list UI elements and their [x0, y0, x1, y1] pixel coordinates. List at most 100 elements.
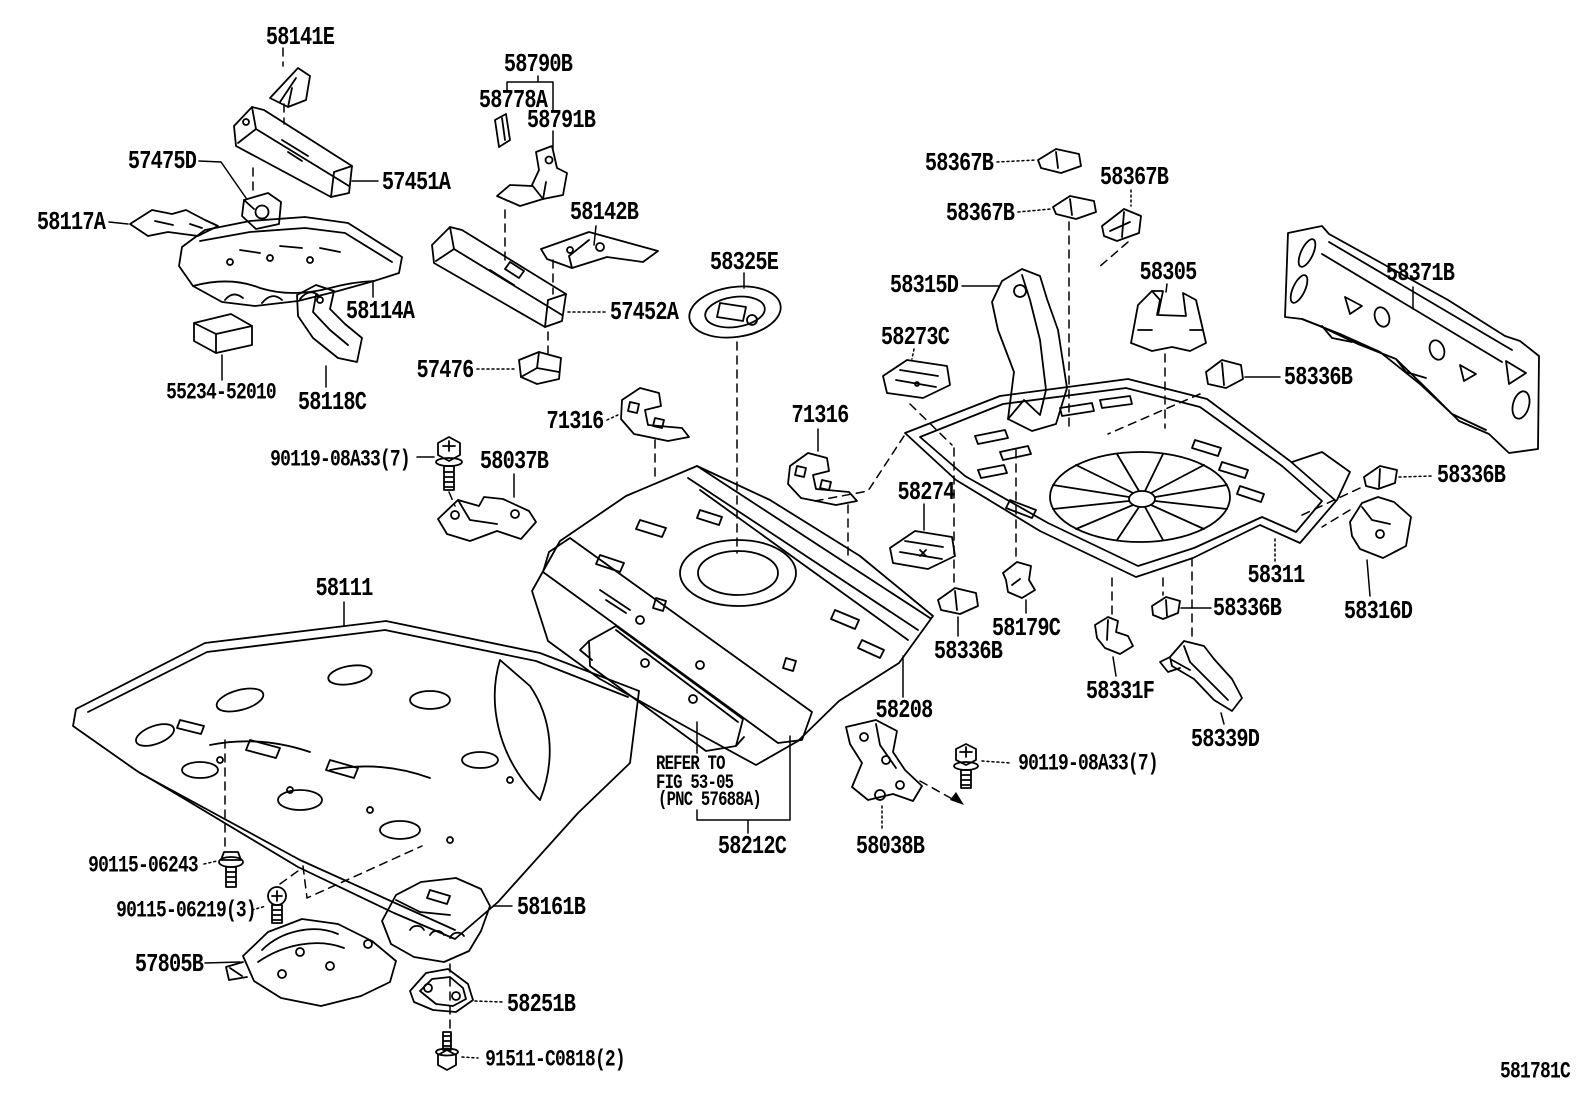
part-label-71316-23: 71316 [791, 400, 850, 430]
part-90119-bolt-lower [953, 743, 979, 789]
part-label-58161B-42: 58161B [516, 892, 586, 922]
part-label-57452A-16: 57452A [609, 297, 679, 327]
leader-lines [108, 75, 1414, 964]
part-label-58367B-6: 58367B [924, 148, 994, 178]
part-label-58316D-31: 58316D [1343, 596, 1413, 626]
part-58336b-clip-right [1363, 465, 1398, 490]
part-label-58315D-14: 58315D [889, 270, 959, 300]
part-58251b-strap [409, 968, 474, 1013]
part-label-58114A-15: 58114A [345, 296, 415, 326]
part-58331f-bracket [1094, 616, 1134, 655]
part-label-58336B-33: 58336B [933, 636, 1003, 666]
part-58038b-bracket [845, 719, 923, 802]
part-label-58339D-36: 58339D [1190, 724, 1260, 754]
part-label-71316-22: 71316 [546, 406, 605, 436]
part-label-9011908A337-37: 90119-08A33(7) [1018, 750, 1159, 777]
part-57805b-brace [225, 918, 397, 1007]
part-57688a-crossmember [579, 625, 745, 752]
part-55234-silencer-pad [193, 313, 253, 354]
part-label-58111-29: 58111 [315, 573, 374, 603]
part-label-FIG5305-47: FIG 53-05 [656, 772, 734, 795]
part-58179c-bracket [1002, 561, 1036, 599]
part-label-58305-13: 58305 [1139, 257, 1198, 287]
part-58305-bracket [1130, 290, 1207, 352]
part-label-58037B-25: 58037B [479, 446, 549, 476]
part-label-58251B-44: 58251B [506, 989, 576, 1019]
part-58336b-clip-top [1205, 359, 1244, 389]
part-58311-rear-floor-pan [904, 378, 1351, 578]
part-label-58371B-12: 58371B [1385, 258, 1455, 288]
part-58161b-support [381, 877, 491, 963]
part-label-REFERTO-46: REFER TO [656, 753, 725, 776]
part-label-PNC57688A-48: (PNC 57688A) [658, 789, 762, 812]
dotted-leader-lines [203, 159, 1434, 1059]
part-label-58179C-32: 58179C [991, 613, 1061, 643]
part-label-58208-34: 58208 [875, 695, 934, 725]
part-57451a-crossmember [233, 106, 353, 198]
part-57476-bracket [518, 351, 562, 385]
part-label-58212C-38: 58212C [717, 831, 787, 861]
part-90119-bolt-upper [435, 436, 463, 491]
part-91511-bolt [435, 1031, 459, 1071]
part-label-58367B-7: 58367B [1099, 162, 1169, 192]
part-label-58336B-26: 58336B [1436, 460, 1506, 490]
part-label-58274-27: 58274 [897, 477, 956, 507]
part-label-57476-18: 57476 [416, 355, 475, 385]
part-label-58367B-8: 58367B [945, 198, 1015, 228]
part-71316-bracket-right [787, 452, 858, 506]
part-58316d-bracket [1349, 496, 1412, 559]
part-label-91511C08182-45: 91511-C0818(2) [485, 1046, 626, 1073]
part-58339d-bracket [1159, 640, 1243, 712]
part-label-58141E-0: 58141E [265, 22, 335, 52]
part-58325e-service-hole-cover [688, 285, 782, 339]
part-label-57805B-43: 57805B [134, 949, 204, 979]
part-label-9011908A337-24: 90119-08A33(7) [270, 446, 411, 473]
part-58778a-clip [494, 113, 511, 148]
part-label-58325E-11: 58325E [709, 247, 779, 277]
part-58273c-plate [882, 359, 951, 399]
part-label-57475D-4: 57475D [127, 146, 197, 176]
part-57452a-crossmember [431, 226, 567, 328]
part-label-581781C-49: 581781C [1500, 1058, 1571, 1085]
part-58142b-plate [540, 231, 659, 269]
part-label-58038B-39: 58038B [855, 831, 925, 861]
part-57475d-bracket [241, 192, 282, 230]
part-label-58331F-35: 58331F [1085, 676, 1155, 706]
part-58118c-bracket [296, 284, 363, 363]
part-58367b-clip-b [1101, 208, 1142, 242]
part-58367b-clip-c [1052, 195, 1097, 220]
part-58336b-clip-mid [1151, 596, 1181, 620]
part-label-58311-28: 58311 [1247, 560, 1306, 590]
part-label-58790B-1: 58790B [503, 49, 573, 79]
part-90115-06219-bolt [267, 886, 287, 924]
part-58274-plate [889, 530, 956, 570]
part-label-58118C-21: 58118C [297, 387, 367, 417]
hidden-lines [224, 47, 1361, 1029]
part-label-58142B-9: 58142B [569, 197, 639, 227]
part-label-5523452010-20: 55234-52010 [166, 379, 277, 406]
part-58212c-center-floor-pan [531, 465, 934, 766]
part-label-58336B-19: 58336B [1283, 362, 1353, 392]
part-label-58273C-17: 58273C [880, 322, 950, 352]
arrowhead [950, 792, 964, 805]
part-58367b-clip-a [1037, 148, 1082, 174]
part-58111-front-floor-pan [72, 620, 640, 940]
part-label-58778A-2: 58778A [478, 85, 548, 115]
part-71316-bracket-left [620, 387, 690, 442]
part-label-57451A-5: 57451A [381, 167, 451, 197]
part-90115-06243-bolt [218, 851, 244, 888]
part-58114a-dash-panel [178, 216, 403, 307]
part-label-90115062193-41: 90115-06219(3) [116, 897, 257, 924]
part-label-58791B-3: 58791B [526, 105, 596, 135]
part-58371b-rear-panel [1284, 225, 1540, 454]
part-58791b-bracket [496, 145, 568, 207]
part-58037b-bracket [437, 496, 537, 542]
part-label-58336B-30: 58336B [1212, 593, 1282, 623]
part-58336b-clip-center [937, 587, 979, 615]
part-58117a-bracket [129, 209, 219, 237]
part-label-9011506243-40: 90115-06243 [88, 852, 199, 879]
part-label-58117A-10: 58117A [36, 207, 106, 237]
